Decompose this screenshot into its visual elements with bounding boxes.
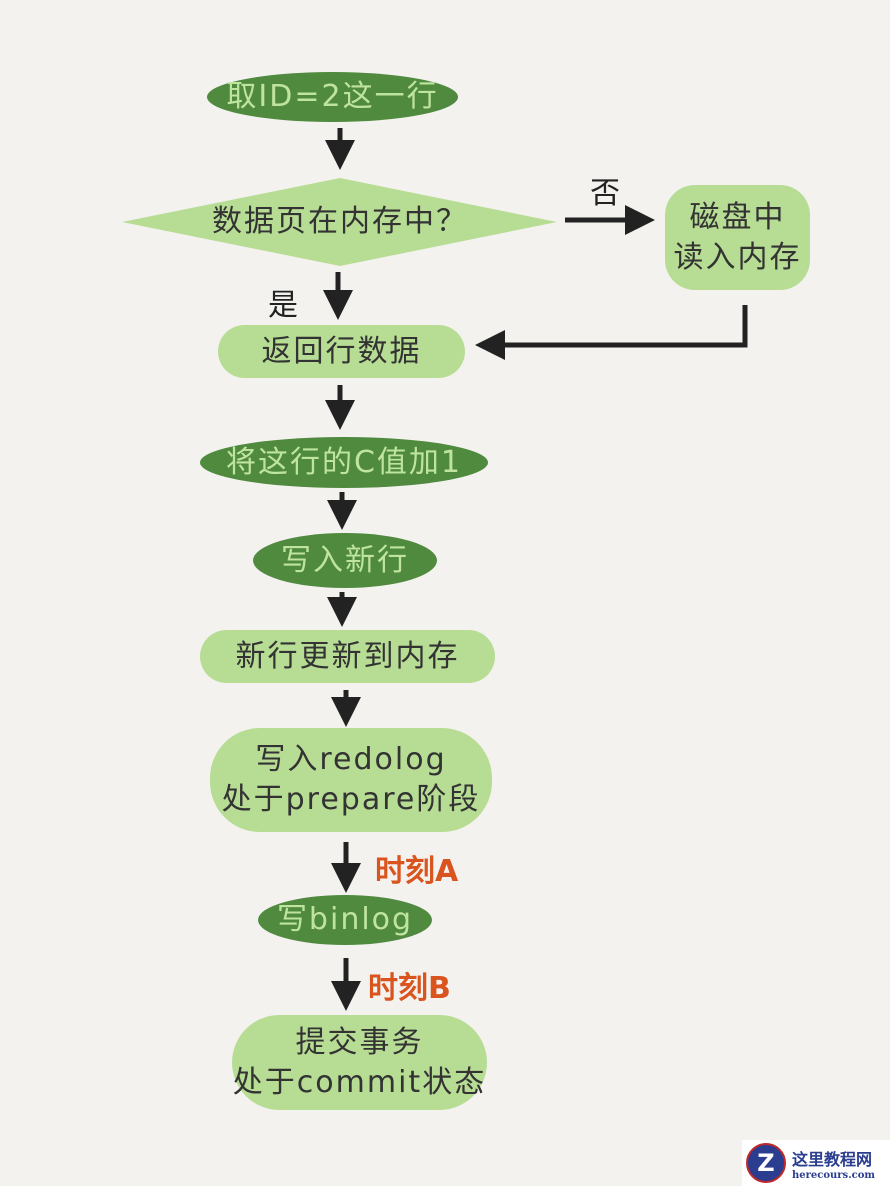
watermark-name: 这里教程网	[792, 1149, 873, 1169]
node-fetch-row: 取ID=2这一行	[207, 72, 458, 122]
decision-diamond	[122, 178, 557, 266]
node-text: 写入redolog	[255, 742, 447, 777]
node-return-row: 返回行数据	[218, 325, 465, 378]
label-moment-b: 时刻B	[368, 971, 451, 1006]
node-text: 读入内存	[673, 239, 802, 275]
node-redolog: 写入redolog 处于prepare阶段	[210, 728, 492, 832]
label-moment-a: 时刻A	[375, 854, 459, 889]
watermark-site: herecours.com	[792, 1169, 876, 1181]
node-update-memory: 新行更新到内存	[200, 630, 495, 683]
node-binlog: 写binlog	[258, 895, 432, 945]
node-commit: 提交事务 处于commit状态	[232, 1015, 487, 1110]
node-text: 提交事务	[295, 1024, 424, 1060]
node-disk-read: 磁盘中 读入内存	[665, 185, 810, 290]
node-text: 磁盘中	[689, 199, 786, 235]
node-decision: 数据页在内存中？	[212, 204, 468, 239]
watermark-logo: Z 这里教程网 herecours.com	[742, 1140, 890, 1186]
label-no: 否	[590, 176, 620, 211]
node-text: 处于prepare阶段	[221, 782, 481, 817]
node-add-one: 将这行的C值加1	[200, 437, 488, 488]
node-text: 处于commit状态	[232, 1064, 487, 1100]
arrow-back	[475, 305, 748, 360]
label-yes: 是	[268, 288, 298, 323]
logo-z-icon: Z	[746, 1143, 786, 1183]
node-write-row: 写入新行	[253, 533, 437, 588]
